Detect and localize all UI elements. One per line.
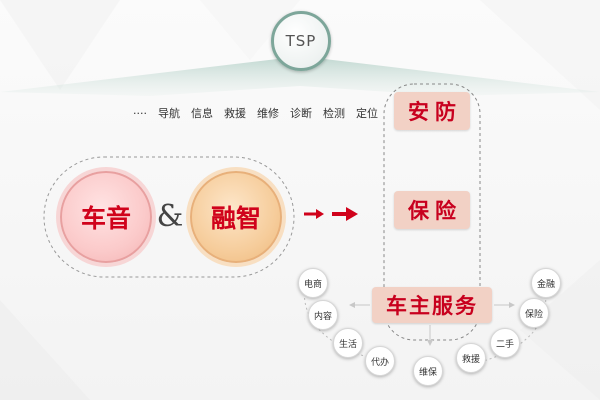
ampersand: & xyxy=(156,198,184,234)
service-connectors xyxy=(349,302,515,346)
service-circle-label: 维保 xyxy=(418,367,437,378)
service-circle-label: 内容 xyxy=(313,311,332,322)
target-baoxian-label: 保险 xyxy=(408,198,462,223)
service-circle-dianshang: 电商 xyxy=(298,268,328,298)
service-item: 诊断 xyxy=(290,107,312,120)
service-item: 信息 xyxy=(191,107,213,120)
service-circle-weibao: 维保 xyxy=(413,356,443,386)
service-item: 救援 xyxy=(224,107,246,120)
service-ellipsis: ···· xyxy=(133,106,147,120)
right-dotted-arc xyxy=(479,289,547,363)
service-circle-label: 生活 xyxy=(338,339,357,350)
service-circle-label: 救援 xyxy=(461,354,480,365)
core-right-label: 融智 xyxy=(210,204,261,233)
service-item: 定位 xyxy=(356,107,378,120)
service-circle-baoxian: 保险 xyxy=(519,298,549,328)
target-anfang-label: 安防 xyxy=(408,99,462,124)
red-arrows xyxy=(304,207,358,221)
tsp-fan xyxy=(0,58,600,96)
core-circle-cheyin: 车音 xyxy=(60,171,152,263)
target-chezhu-service: 车主服务 xyxy=(372,287,492,323)
tsp-label: TSP xyxy=(285,32,317,50)
service-circle-jiuyuan: 救援 xyxy=(456,343,486,373)
service-circle-neirong: 内容 xyxy=(308,300,338,330)
service-item: 维修 xyxy=(257,107,279,120)
target-baoxian: 保险 xyxy=(394,191,470,229)
core-circle-rongzhi: 融智 xyxy=(190,171,282,263)
service-circle-shenghuo: 生活 xyxy=(333,328,363,358)
service-circle-label: 电商 xyxy=(303,279,322,290)
service-item: 导航 xyxy=(158,107,180,120)
service-circle-jinrong: 金融 xyxy=(531,268,561,298)
service-circle-label: 二手 xyxy=(495,339,514,350)
service-circle-ershou: 二手 xyxy=(490,328,520,358)
service-item: 检测 xyxy=(323,107,345,120)
service-circle-label: 保险 xyxy=(524,309,543,320)
service-list: ···· 导航 信息 救援 维修 诊断 检测 定位 xyxy=(133,104,378,122)
core-dashed-frame xyxy=(43,156,295,278)
left-dotted-arc xyxy=(303,287,381,361)
tsp-node: TSP xyxy=(271,11,331,71)
service-circle-daiban: 代办 xyxy=(365,346,395,376)
service-circle-label: 金融 xyxy=(536,279,555,290)
core-left-label: 车音 xyxy=(80,204,131,233)
target-chezhu-label: 车主服务 xyxy=(386,293,478,318)
target-anfang: 安防 xyxy=(394,92,470,130)
service-circle-label: 代办 xyxy=(370,357,389,368)
